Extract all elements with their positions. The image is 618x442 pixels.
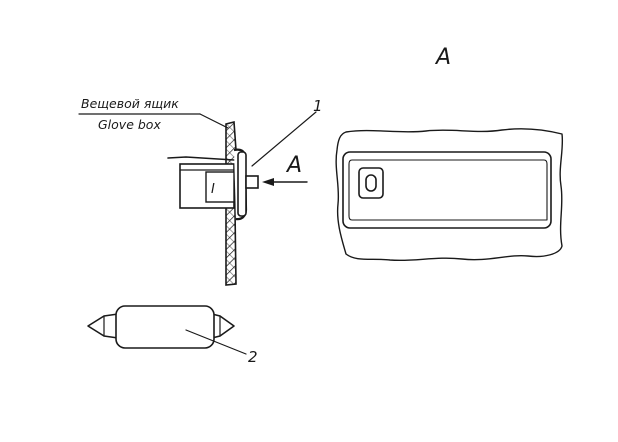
lamp-switch-assembly [167,148,259,221]
callout-2: 2 [248,348,258,366]
view-a-title: A [434,45,451,70]
glove-box-leader [78,113,229,129]
view-arrow-label: A [285,153,302,178]
location-label-en: Glove box [98,117,161,132]
festoon-bulb [87,305,235,349]
callout-2-leader [185,329,247,355]
view-a-panel [335,128,564,262]
view-arrow [262,178,308,186]
callout-1: 1 [313,97,323,115]
callout-1-leader [251,111,317,167]
location-label-ru: Вещевой ящик [81,96,179,111]
switch-mark: I [211,182,215,197]
